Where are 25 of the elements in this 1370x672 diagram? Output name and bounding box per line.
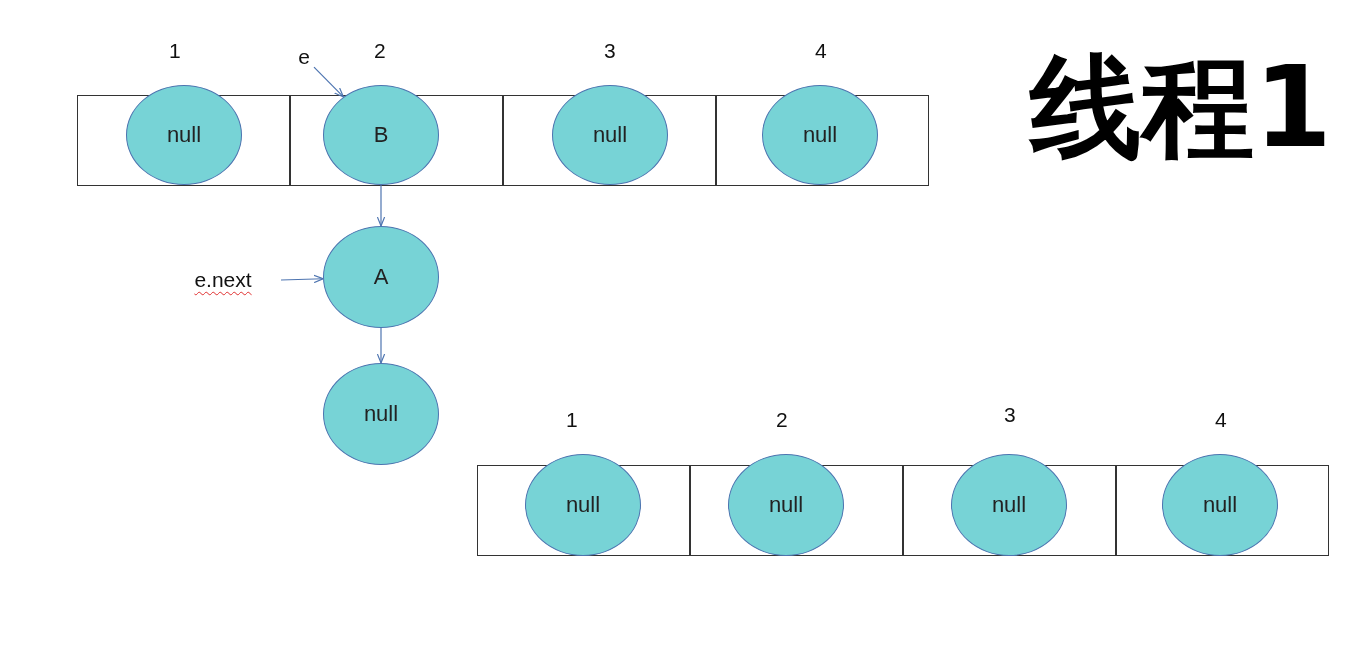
slot-index: 2	[374, 39, 386, 63]
list-node-ellipse: null	[323, 363, 439, 465]
list-node-ellipse: A	[323, 226, 439, 328]
list-node-ellipse: null	[126, 85, 242, 185]
list-node-ellipse: null	[762, 85, 878, 185]
list-node-ellipse: null	[728, 454, 844, 556]
arrow	[376, 327, 386, 364]
title-heading: 线程1	[1030, 41, 1332, 174]
arrow	[313, 66, 344, 98]
list-node-ellipse: null	[552, 85, 668, 185]
list-node-ellipse: null	[951, 454, 1067, 556]
pointer-label: e.next	[183, 266, 263, 294]
pointer-label: e	[294, 44, 314, 70]
slot-index: 1	[566, 408, 578, 432]
slot-index: 4	[815, 39, 827, 63]
slot-index: 3	[604, 39, 616, 63]
slot-index: 4	[1215, 408, 1227, 432]
slot-index: 1	[169, 39, 181, 63]
list-node-ellipse: null	[1162, 454, 1278, 556]
slot-index: 3	[1004, 403, 1016, 427]
arrow	[280, 274, 324, 284]
slot-index: 2	[776, 408, 788, 432]
list-node-ellipse: B	[323, 85, 439, 185]
list-node-ellipse: null	[525, 454, 641, 556]
arrow	[376, 184, 386, 227]
